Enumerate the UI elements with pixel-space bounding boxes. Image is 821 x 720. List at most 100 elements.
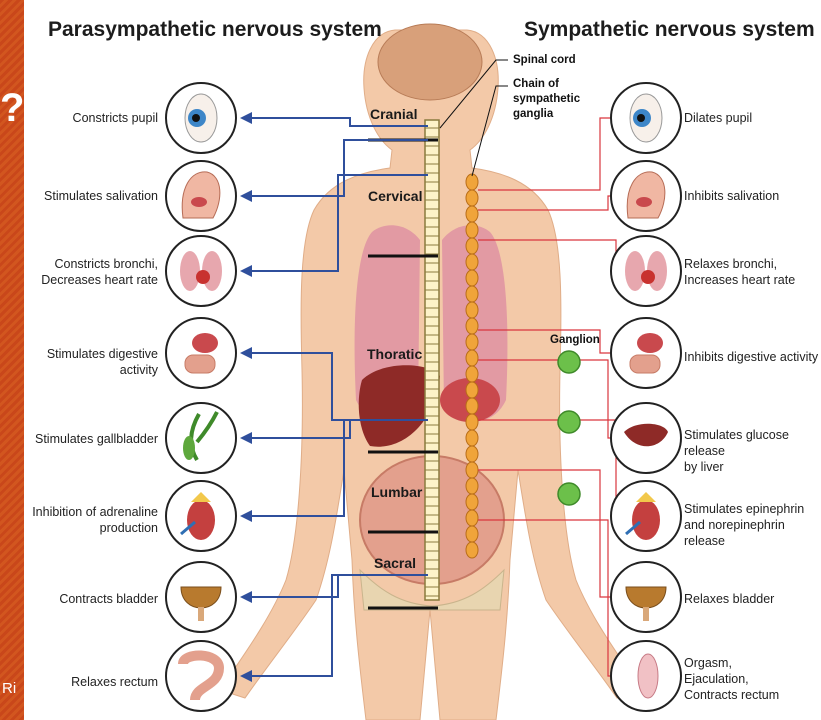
- region-cervical: Cervical: [368, 188, 422, 204]
- symp-label-bladder: Relaxes bladder: [684, 591, 821, 607]
- kidney-shape: [187, 500, 215, 540]
- gland-shape: [636, 197, 652, 207]
- symp-stomach-intestine-icon: [611, 318, 681, 388]
- para-bladder-icon: [166, 562, 236, 632]
- region-thoratic: Thoratic: [367, 346, 422, 362]
- symp-bladder-icon: [611, 562, 681, 632]
- chain-ganglion-node: [466, 446, 478, 462]
- chain-ganglion-node: [466, 254, 478, 270]
- heart-shape: [196, 270, 210, 284]
- chain-ganglion-node: [466, 510, 478, 526]
- spinal-cord: [425, 120, 439, 600]
- symp-liver-icon: [611, 403, 681, 473]
- symp-eye-icon: [611, 83, 681, 153]
- para-arrowhead: [240, 347, 252, 359]
- para-gallbladder-icon: [166, 403, 236, 473]
- stomach-shape: [637, 333, 663, 353]
- sympathetic-title: Sympathetic nervous system: [524, 18, 815, 42]
- symp-label-bronchi: Relaxes bronchi, Increases heart rate: [684, 256, 821, 288]
- chain-ganglion-node: [466, 318, 478, 334]
- intestine-shape: [185, 355, 215, 373]
- pupil-shape: [192, 114, 200, 122]
- urethra-shape: [643, 607, 649, 621]
- region-sacral: Sacral: [374, 555, 416, 571]
- region-lumbar: Lumbar: [371, 484, 422, 500]
- chain-ganglion-node: [466, 190, 478, 206]
- chain-ganglion-node: [466, 286, 478, 302]
- chain-ganglion-node: [466, 334, 478, 350]
- para-arrowhead: [240, 190, 252, 202]
- para-label-pupil: Constricts pupil: [8, 110, 158, 126]
- para-label-digestive: Stimulates digestive activity: [8, 346, 158, 378]
- chain-ganglion-node: [466, 398, 478, 414]
- para-label-adrenaline: Inhibition of adrenaline production: [8, 504, 158, 536]
- symp-reproductive-icon: [611, 641, 681, 711]
- urethra-shape: [198, 607, 204, 621]
- chain-ganglion-node: [466, 174, 478, 190]
- chain-ganglion-node: [466, 478, 478, 494]
- symp-label-salivation: Inhibits salivation: [684, 188, 821, 204]
- para-arrowhead: [240, 432, 252, 444]
- para-rectum-icon: [166, 641, 236, 711]
- symp-label-reproductive: Orgasm, Ejaculation, Contracts rectum: [684, 655, 821, 703]
- lung-l: [180, 251, 200, 291]
- brain-shape: [378, 24, 482, 100]
- badge-ring: [611, 318, 681, 388]
- stomach-shape: [192, 333, 218, 353]
- chain-ganglion-node: [466, 414, 478, 430]
- chain-ganglion-node: [466, 350, 478, 366]
- symp-label-pupil: Dilates pupil: [684, 110, 821, 126]
- reproductive-shape: [638, 654, 658, 698]
- para-stomach-intestine-icon: [166, 318, 236, 388]
- chain-ganglion-node: [466, 302, 478, 318]
- para-arrowhead: [240, 265, 252, 277]
- chain-ganglion-node: [466, 542, 478, 558]
- symp-label-epinephrin: Stimulates epinephrin and norepinephrin …: [684, 501, 821, 549]
- para-label-salivation: Stimulates salivation: [8, 188, 158, 204]
- lung-l: [625, 251, 645, 291]
- chain-ganglion-node: [466, 382, 478, 398]
- ganglion-node: [558, 351, 580, 373]
- kidney-shape: [632, 500, 660, 540]
- chain-ganglion-node: [466, 494, 478, 510]
- ganglion-node: [558, 483, 580, 505]
- badge-ring: [166, 318, 236, 388]
- symp-salivary-head-icon: [611, 161, 681, 231]
- para-label-bladder: Contracts bladder: [8, 591, 158, 607]
- region-cranial: Cranial: [370, 106, 417, 122]
- para-label-bronchi: Constricts bronchi, Decreases heart rate: [8, 256, 158, 288]
- chain-ganglia-label: Chain of sympathetic ganglia: [513, 77, 580, 122]
- chain-ganglion-node: [466, 366, 478, 382]
- symp-label-digestive: Inhibits digestive activity: [684, 349, 821, 365]
- para-label-gallbladder: Stimulates gallbladder: [8, 431, 158, 447]
- para-eye-icon: [166, 83, 236, 153]
- spinal-column: [425, 120, 439, 600]
- para-arrowhead: [240, 112, 252, 124]
- symp-label-glucose: Stimulates glucose release by liver: [684, 427, 821, 475]
- para-arrowhead: [240, 510, 252, 522]
- gallbladder-sac: [183, 436, 195, 460]
- para-label-rectum: Relaxes rectum: [8, 674, 158, 690]
- parasympathetic-title: Parasympathetic nervous system: [48, 18, 382, 42]
- ganglion-label: Ganglion: [550, 333, 600, 348]
- para-salivary-head-icon: [166, 161, 236, 231]
- para-arrowhead: [240, 591, 252, 603]
- heart-shape: [641, 270, 655, 284]
- intestine-shape: [630, 355, 660, 373]
- chain-ganglion-node: [466, 270, 478, 286]
- symp-lungs-heart-icon: [611, 236, 681, 306]
- para-adrenal-kidney-icon: [166, 481, 236, 551]
- pupil-shape: [637, 114, 645, 122]
- symp-adrenal-kidney-icon: [611, 481, 681, 551]
- chain-ganglion-node: [466, 222, 478, 238]
- chain-ganglion-node: [466, 430, 478, 446]
- chain-ganglion-node: [466, 238, 478, 254]
- para-lungs-heart-icon: [166, 236, 236, 306]
- spinal-cord-label: Spinal cord: [513, 53, 576, 68]
- chain-ganglion-node: [466, 526, 478, 542]
- chain-ganglion-node: [466, 206, 478, 222]
- gland-shape: [191, 197, 207, 207]
- ganglion-node: [558, 411, 580, 433]
- chain-ganglion-node: [466, 462, 478, 478]
